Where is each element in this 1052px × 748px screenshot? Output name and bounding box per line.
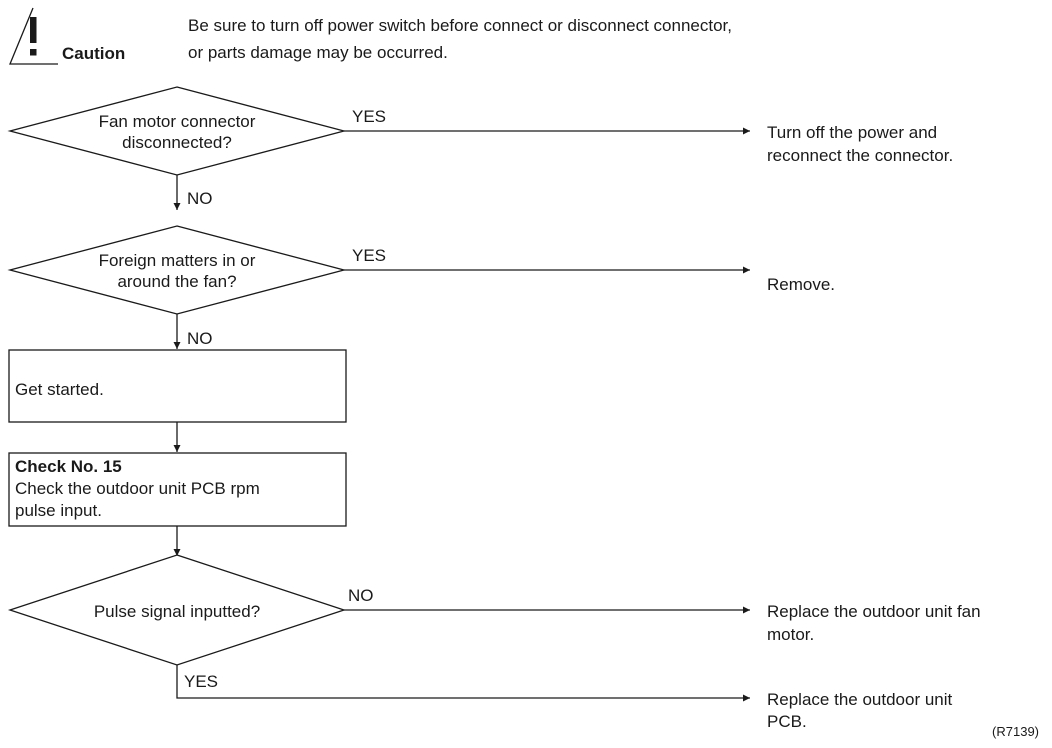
decision-2-yes-label: YES xyxy=(352,246,386,265)
decision-1-line2: disconnected? xyxy=(122,133,232,152)
result-1-line2: reconnect the connector. xyxy=(767,146,953,165)
process-box-1-text: Get started. xyxy=(15,380,104,399)
decision-foreign-matters xyxy=(7,225,347,315)
caution-label: Caution xyxy=(62,44,125,63)
result-3-line1: Replace the outdoor unit fan xyxy=(767,602,981,621)
arrow-d3-yes xyxy=(176,665,750,702)
decision-1-no-label: NO xyxy=(187,189,213,208)
decision-2-line1: Foreign matters in or xyxy=(99,251,256,270)
caution-text-line1: Be sure to turn off power switch before … xyxy=(188,16,732,35)
decision-3-no-label: NO xyxy=(348,586,374,605)
process-box-2-line2: pulse input. xyxy=(15,501,102,520)
decision-1-line1: Fan motor connector xyxy=(99,112,256,131)
decision-2-line2: around the fan? xyxy=(117,272,236,291)
decision-2-no-label: NO xyxy=(187,329,213,348)
result-4-line1: Replace the outdoor unit xyxy=(767,690,953,709)
figure-reference: (R7139) xyxy=(992,724,1039,739)
result-3-line2: motor. xyxy=(767,625,814,644)
decision-1-yes-label: YES xyxy=(352,107,386,126)
decision-connector-disconnected xyxy=(7,86,347,176)
process-box-get-started xyxy=(8,349,347,423)
decision-3-yes-label: YES xyxy=(184,672,218,691)
result-2: Remove. xyxy=(767,275,835,294)
decision-3-text: Pulse signal inputted? xyxy=(94,602,260,621)
caution-icon xyxy=(9,7,58,65)
process-box-2-title: Check No. 15 xyxy=(15,457,122,476)
caution-text-line2: or parts damage may be occurred. xyxy=(188,43,448,62)
process-box-2-line1: Check the outdoor unit PCB rpm xyxy=(15,479,260,498)
result-1-line1: Turn off the power and xyxy=(767,123,937,142)
result-4-line2: PCB. xyxy=(767,712,807,731)
